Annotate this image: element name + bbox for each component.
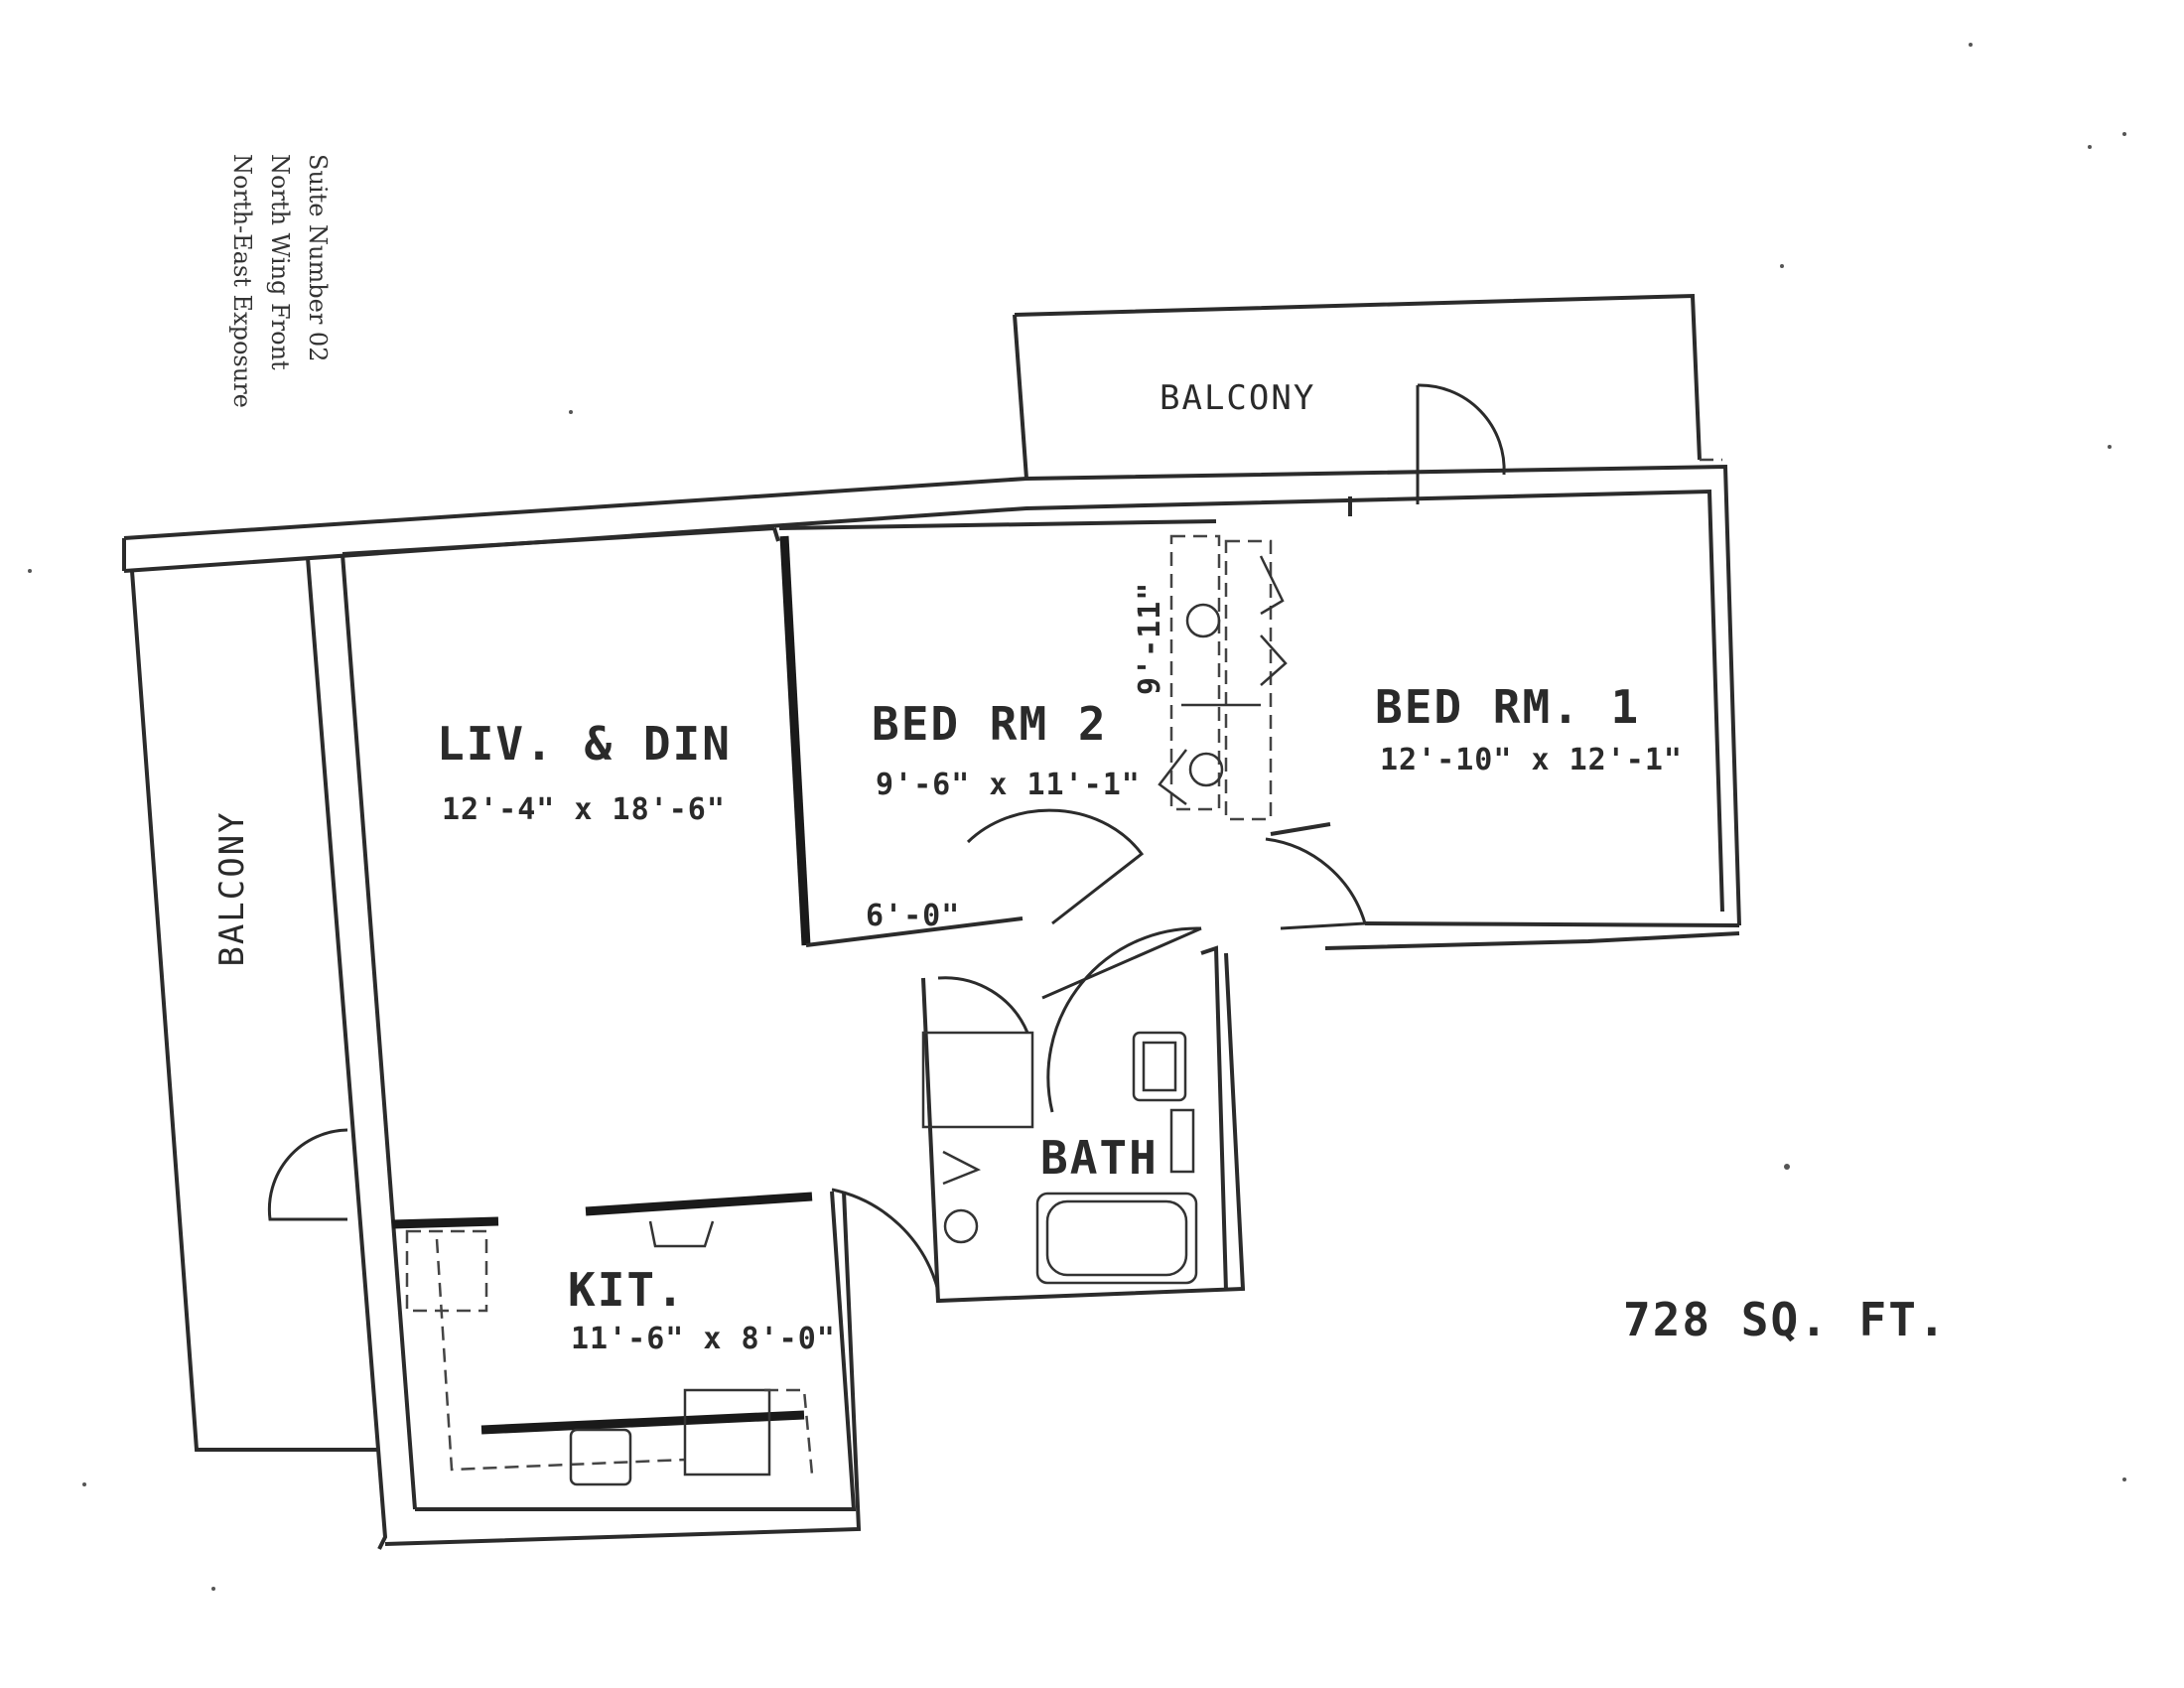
bed2-label: BED RM 2 — [872, 697, 1108, 751]
bathroom: BATH — [921, 952, 1246, 1304]
bedroom-1: BED RM. 1 12'-10" x 12'-1" — [1265, 496, 1740, 950]
kitchen-dims: 11'-6" x 8'-0" — [571, 1322, 836, 1356]
exterior-wall-top — [123, 464, 1741, 926]
wing-location: North Wing Front — [266, 154, 294, 370]
living-dining-dims: 12'-4" x 18'-6" — [442, 792, 726, 827]
exposure: North-East Exposure — [228, 154, 256, 408]
bedroom-2: BED RM 2 9'-6" x 11'-1" 6'-0" — [778, 519, 1217, 947]
balcony-top: BALCONY — [1013, 293, 1722, 504]
living-dining-label: LIV. & DIN — [437, 717, 732, 771]
bed2-closet-dim: 6'-0" — [866, 899, 960, 933]
bath-label: BATH — [1040, 1131, 1159, 1185]
bed1-dims: 12'-10" x 12'-1" — [1380, 743, 1683, 777]
suite-number: Suite Number 02 — [304, 154, 332, 361]
total-area: 728 SQ. FT. — [1623, 1293, 1948, 1346]
living-dining-walls — [306, 526, 780, 1550]
hallway — [1041, 926, 1228, 1292]
balcony-left-label: BALCONY — [212, 810, 252, 966]
closet-dim: 9'-11" — [1133, 582, 1167, 695]
balcony-top-label: BALCONY — [1160, 378, 1315, 418]
bed2-dims: 9'-6" x 11'-1" — [876, 768, 1141, 802]
scan-specks — [28, 43, 2126, 1591]
suite-info: Suite Number 02 North Wing Front North-E… — [228, 154, 332, 408]
bed1-label: BED RM. 1 — [1375, 680, 1640, 734]
kitchen-label: KIT. — [568, 1263, 686, 1317]
closets: 9'-11" — [1133, 534, 1288, 821]
balcony-left: BALCONY — [130, 570, 377, 1452]
kitchen: KIT. 11'-6" x 8'-0" — [384, 1188, 940, 1546]
